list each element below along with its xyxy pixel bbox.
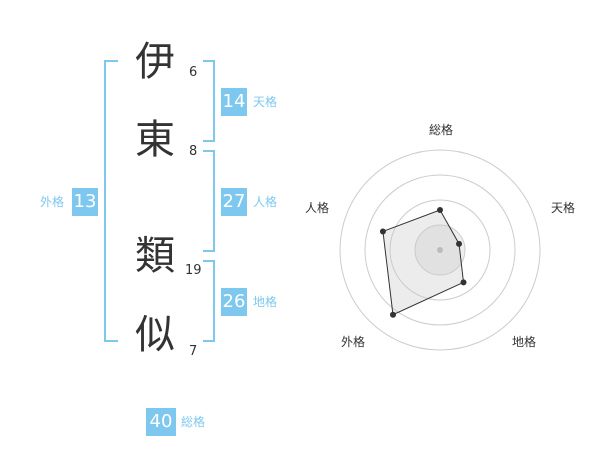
gaikaku-value: 13 (72, 188, 98, 216)
stroke-count-1: 6 (189, 65, 198, 80)
name-char-3: 類 (135, 233, 175, 279)
radar-label-tenkaku: 天格 (550, 201, 575, 215)
stroke-count-2: 8 (189, 144, 198, 159)
chikaku-label: 地格 (253, 295, 278, 309)
tenkaku-label: 天格 (253, 95, 278, 109)
chikaku-value: 26 (221, 288, 247, 316)
chikaku-bracket (203, 260, 215, 342)
soukaku-value: 40 (146, 408, 176, 436)
radar-ring (339, 149, 541, 351)
name-char-4: 似 (135, 312, 175, 358)
soukaku-label: 総格 (181, 415, 206, 429)
radar-center (437, 247, 443, 253)
radar-label-soukaku: 総格 (428, 123, 453, 137)
stroke-count-4: 7 (189, 344, 198, 359)
radar-ring (389, 199, 491, 301)
radar-point (379, 228, 386, 235)
stroke-count-3: 19 (185, 263, 202, 278)
jinkaku-value: 27 (221, 188, 247, 216)
name-char-2: 東 (135, 117, 175, 163)
gaikaku-label: 外格 (40, 195, 65, 209)
jinkaku-bracket (203, 150, 215, 252)
gaikaku-bracket (104, 60, 118, 342)
radar-point (456, 240, 463, 247)
name-char-1: 伊 (135, 39, 175, 85)
radar-label-jinkaku: 人格 (304, 201, 329, 215)
radar-point (437, 207, 443, 213)
radar-polygon (382, 209, 465, 316)
tenkaku-value: 14 (221, 88, 247, 116)
radar-ring (364, 174, 516, 326)
jinkaku-label: 人格 (253, 195, 278, 209)
radar-point (389, 311, 396, 318)
tenkaku-bracket (203, 60, 215, 142)
radar-label-gaikaku: 外格 (340, 335, 365, 349)
radar-label-chikaku: 地格 (511, 335, 536, 349)
radar-point (460, 279, 467, 286)
